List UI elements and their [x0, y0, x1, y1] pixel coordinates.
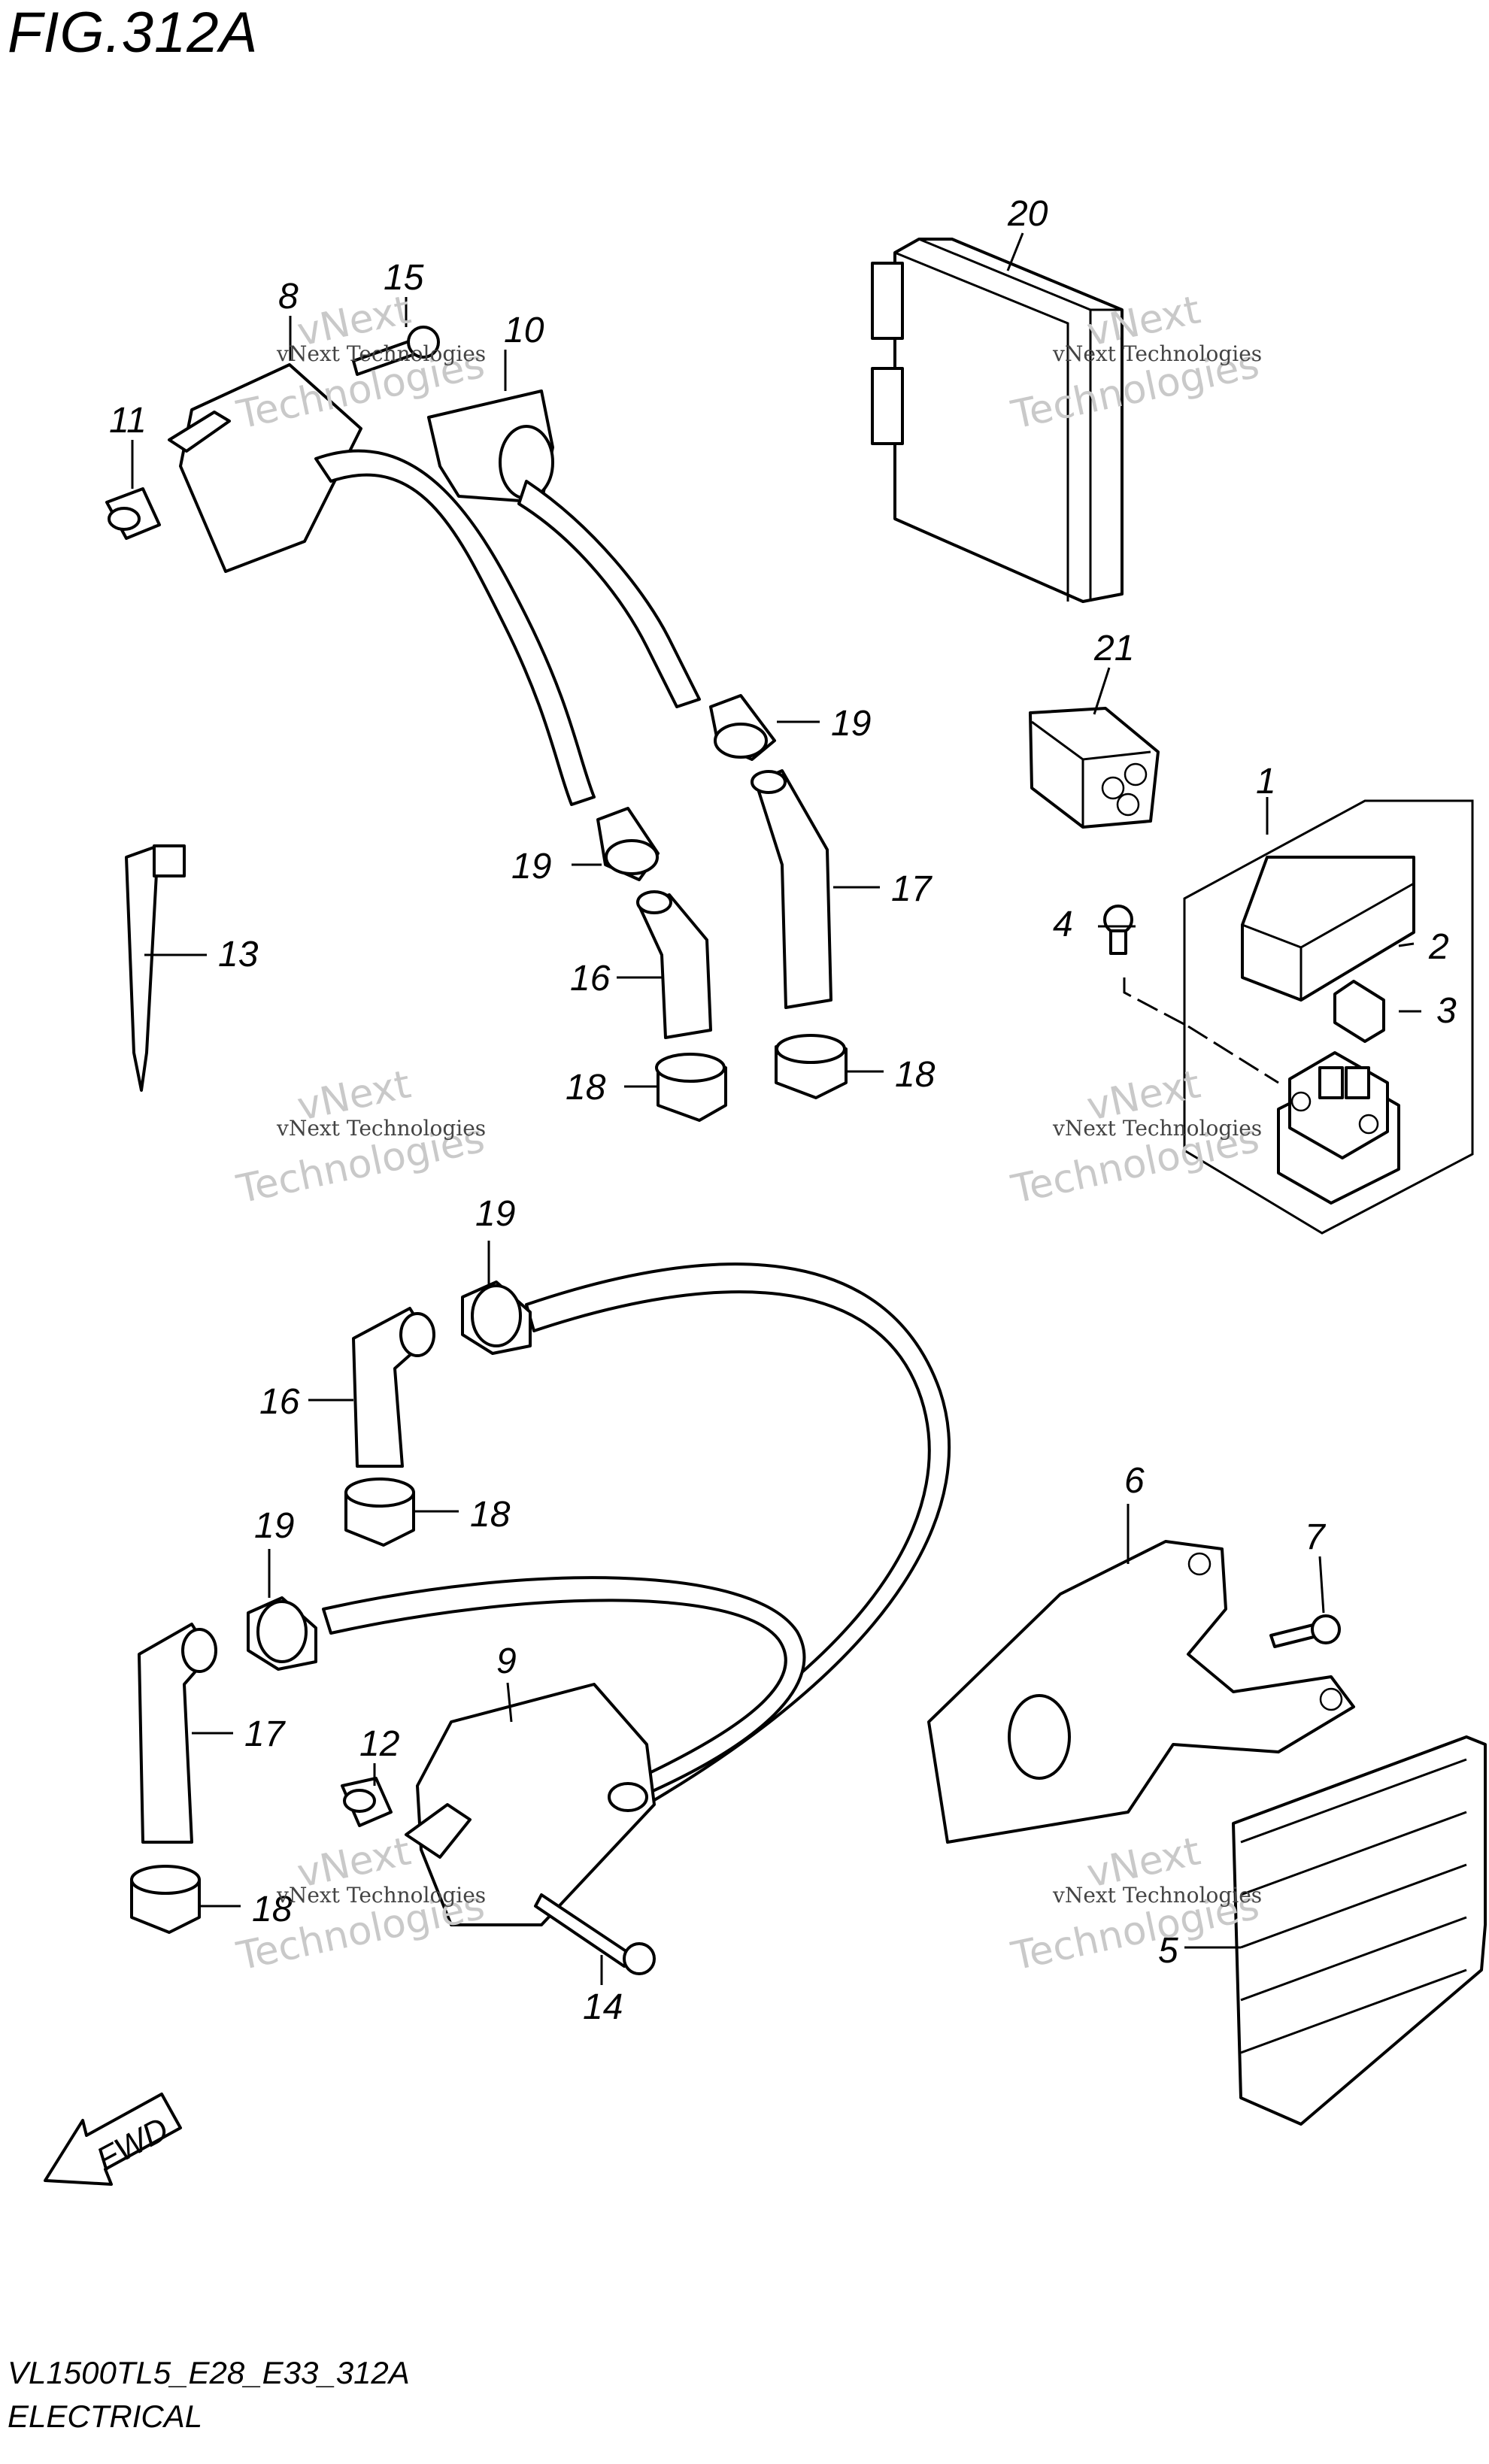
callout-5: 5	[1158, 1931, 1178, 1971]
callout-4: 4	[1053, 905, 1073, 944]
callout-20: 20	[1007, 194, 1048, 234]
svg-text:vNext Technologies: vNext Technologies	[276, 1116, 486, 1141]
callout-3: 3	[1436, 991, 1457, 1031]
svg-text:vNext Technologies: vNext Technologies	[1052, 1116, 1262, 1141]
part-15-bolt[interactable]	[352, 326, 440, 376]
figure-title: FIG.312A	[8, 1, 259, 65]
callout-17-upper: 17	[891, 869, 933, 909]
callout-18-lower-lower: 18	[252, 1890, 293, 1929]
part-1-starter-relay-assembly[interactable]	[1103, 799, 1474, 1235]
part-8-ignition-coil-upper[interactable]	[168, 363, 362, 573]
part-7-bolt[interactable]	[1269, 1614, 1341, 1648]
part-13-cable-tie[interactable]	[125, 844, 186, 1092]
part-16-plug-cap-upper[interactable]	[636, 890, 712, 1039]
callout-19-lower-upper: 19	[475, 1194, 515, 1234]
callout-numbers: 1 2 3 4 5 6 7 8 9 10 11 12 13 14 15 16 1…	[109, 194, 1457, 2027]
callout-11: 11	[109, 401, 147, 441]
svg-text:vNext Technologies: vNext Technologies	[1052, 341, 1262, 366]
part-16-plug-cap-lower[interactable]	[352, 1307, 435, 1468]
part-5-regulator[interactable]	[1232, 1735, 1487, 2126]
fwd-direction-arrow: FWD	[44, 2093, 182, 2186]
model-code: VL1500TL5_E28_E33_312A	[8, 2355, 410, 2390]
watermark-middle-right: vNext Technologies vNext Technologies	[1007, 1062, 1263, 1212]
part-19-plug-cap-lower-upper[interactable]	[461, 1280, 532, 1355]
part-19-plug-cap-lower-lower[interactable]	[247, 1596, 317, 1671]
callout-19-upper-right: 19	[831, 704, 871, 744]
part-11-cap[interactable]	[105, 487, 161, 540]
callout-18-upper-left: 18	[566, 1068, 606, 1108]
callout-15: 15	[384, 258, 424, 298]
part-18-seal-lower-lower[interactable]	[130, 1865, 201, 1934]
part-6-bracket[interactable]	[927, 1540, 1355, 1844]
callout-16-upper: 16	[570, 959, 611, 999]
callout-1: 1	[1256, 762, 1276, 802]
callout-18-upper-right: 18	[895, 1055, 936, 1095]
part-18-seal-lower-upper[interactable]	[344, 1477, 415, 1547]
callout-8: 8	[278, 277, 299, 317]
watermark-bottom-right: vNext Technologies vNext Technologies	[1007, 1829, 1263, 1979]
callout-9: 9	[496, 1641, 517, 1681]
callout-6: 6	[1124, 1461, 1145, 1501]
callout-19-lower-lower: 19	[254, 1506, 294, 1546]
svg-text:vNext Technologies: vNext Technologies	[276, 341, 486, 366]
part-9-ignition-coil-lower[interactable]	[405, 1683, 656, 1926]
callout-14: 14	[583, 1987, 623, 2027]
part-19-plug-cap-upper-right[interactable]	[709, 694, 776, 761]
part-17-plug-cap-upper[interactable]	[751, 769, 832, 1009]
upper-lead-b	[517, 480, 701, 708]
part-12-cap[interactable]	[341, 1777, 393, 1827]
part-17-plug-cap-lower[interactable]	[138, 1623, 217, 1844]
part-18-seal-upper-left[interactable]	[655, 1053, 727, 1122]
section-name: ELECTRICAL	[8, 2399, 203, 2434]
leader-lines	[131, 232, 1421, 1985]
upper-lead-a	[314, 449, 596, 806]
callout-7: 7	[1305, 1517, 1327, 1557]
callout-10: 10	[504, 311, 544, 350]
callout-18-lower-upper: 18	[470, 1495, 511, 1535]
watermark-middle-left: vNext Technologies vNext Technologies	[232, 1062, 488, 1212]
callout-13: 13	[218, 935, 259, 974]
callout-16-lower: 16	[259, 1382, 300, 1422]
svg-text:vNext Technologies: vNext Technologies	[276, 1883, 486, 1908]
callout-21: 21	[1093, 629, 1134, 668]
part-14-bolt[interactable]	[534, 1893, 656, 1975]
part-19-plug-cap-upper-left[interactable]	[596, 807, 660, 881]
callout-2: 2	[1428, 927, 1449, 967]
callout-19-upper-left: 19	[511, 847, 551, 886]
part-20-ecm[interactable]	[871, 238, 1124, 603]
part-21-connector[interactable]	[1029, 707, 1160, 829]
callout-12: 12	[359, 1724, 399, 1764]
svg-text:vNext Technologies: vNext Technologies	[1052, 1883, 1262, 1908]
callout-17-lower: 17	[244, 1714, 287, 1754]
part-18-seal-upper-right[interactable]	[775, 1034, 848, 1099]
